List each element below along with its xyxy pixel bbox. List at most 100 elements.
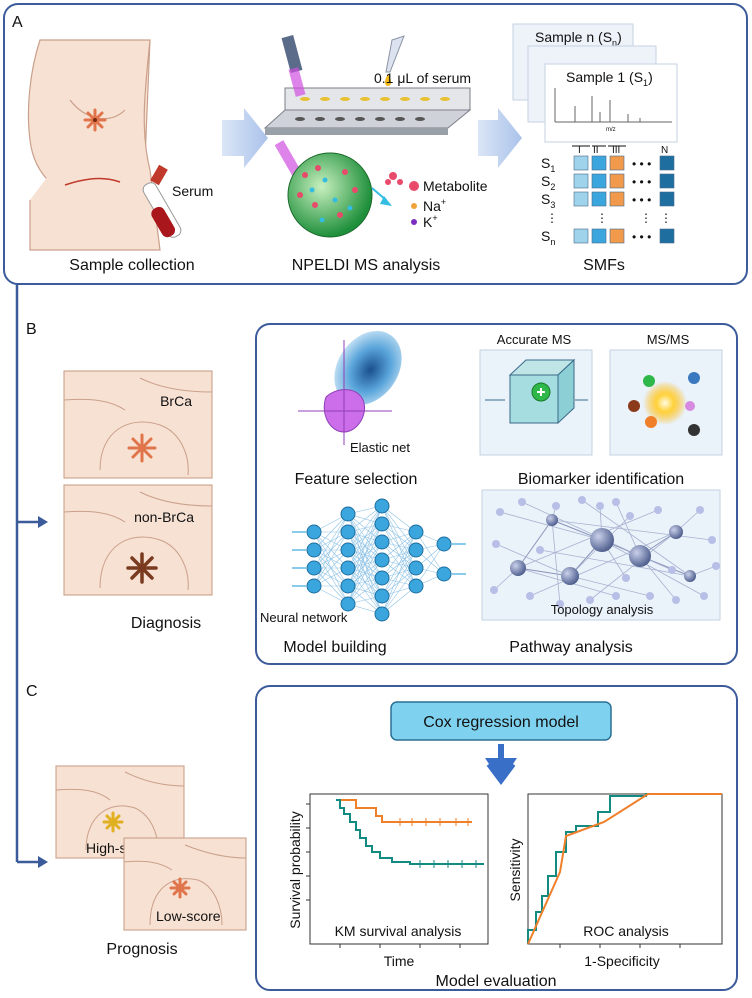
pathway-edge <box>521 501 641 557</box>
matrix-cell <box>591 228 607 244</box>
pathway-hub <box>561 567 579 585</box>
pathway-node <box>612 592 620 600</box>
pathway-node <box>708 536 716 544</box>
pathway-node <box>556 600 564 608</box>
svg-text:Cox regression model: Cox regression model <box>423 714 579 731</box>
pathway-edge <box>529 531 677 597</box>
pathway-edge <box>551 519 713 541</box>
pathway-node <box>654 506 662 514</box>
matrix-cell <box>573 173 589 189</box>
matrix-row-label: Sn <box>541 228 555 247</box>
pathway-node <box>596 502 604 510</box>
panel-c-letter: C <box>26 683 38 700</box>
nn-node <box>374 516 390 532</box>
matrix-row-label: S2 <box>541 173 555 192</box>
arrow-to-prognosis <box>38 856 48 868</box>
svg-text:I: I <box>578 145 581 156</box>
low-score-card: Low-score <box>123 837 247 931</box>
pathway-node <box>672 596 680 604</box>
nn-node <box>306 560 322 576</box>
model-building-caption: Model building <box>283 639 386 656</box>
panel-c-frame <box>255 685 738 991</box>
neural-network-label: Neural network <box>260 610 348 625</box>
matrix-ellipsis: • • • <box>632 157 651 171</box>
svg-text:non-BrCa: non-BrCa <box>134 509 194 525</box>
pathway-hub <box>684 570 696 582</box>
nn-node <box>340 524 356 540</box>
nn-edge <box>381 549 417 615</box>
serum-label: Serum <box>172 183 213 199</box>
nn-edge <box>347 559 383 605</box>
model-evaluation-caption: Model evaluation <box>436 973 557 990</box>
matrix-cell <box>659 228 675 244</box>
prognosis-caption: Prognosis <box>106 941 177 958</box>
nn-node <box>374 552 390 568</box>
cox-arrow-head <box>485 758 517 782</box>
pathway-edge <box>551 519 561 605</box>
pathway-node <box>626 512 634 520</box>
pathway-hub <box>546 514 558 526</box>
laser-beam-icon <box>281 35 306 97</box>
nn-edge <box>313 513 349 569</box>
pathway-node <box>518 498 526 506</box>
nn-edge <box>347 541 383 605</box>
panel-b-letter: B <box>26 321 37 338</box>
svg-text:Sample 1 (S1): Sample 1 (S1) <box>566 69 653 88</box>
nn-edge <box>415 531 445 575</box>
nn-node <box>306 578 322 594</box>
svg-text:m/z: m/z <box>606 127 616 133</box>
matrix-cell <box>609 191 625 207</box>
pathway-hub <box>510 560 526 576</box>
arrow-to-diagnosis <box>38 516 48 528</box>
blood-tube-icon <box>64 164 182 238</box>
pipette-icon <box>385 35 405 86</box>
neural-network-figure <box>292 498 466 622</box>
panel-b-frame <box>255 323 738 665</box>
maldi-target-plate <box>263 87 472 135</box>
nn-edge <box>415 543 445 587</box>
svg-text:Topology analysis: Topology analysis <box>551 602 654 617</box>
diagnosis-caption: Diagnosis <box>131 615 201 632</box>
flow-arrow-2 <box>478 108 522 168</box>
matrix-cell <box>591 191 607 207</box>
km-ylabel: Survival probability <box>287 811 303 929</box>
matrix-ellipsis: • • • <box>632 175 651 189</box>
matrix-ellipsis: • • • <box>632 230 651 244</box>
matrix-cell <box>659 155 675 171</box>
nn-node <box>340 578 356 594</box>
matrix-row-label: S1 <box>541 155 555 174</box>
torso-illustration <box>27 39 161 251</box>
pathway-edge <box>539 549 691 577</box>
nn-node <box>374 570 390 586</box>
nn-edge <box>313 513 349 587</box>
svg-text:II: II <box>593 145 599 156</box>
nn-node <box>306 542 322 558</box>
nn-node <box>436 536 452 552</box>
feature-matrix: I II III N S1• • •S2• • •S3• • •Sn• • • … <box>541 145 675 247</box>
svg-text:Sample n (Sn): Sample n (Sn) <box>535 29 622 48</box>
pathway-node <box>526 592 534 600</box>
pathway-node <box>646 592 654 600</box>
nn-node <box>374 588 390 604</box>
panel-a-letter: A <box>12 14 23 31</box>
pathway-node <box>578 496 586 504</box>
pathway-edge <box>601 539 705 597</box>
matrix-cell <box>609 173 625 189</box>
matrix-cell <box>609 228 625 244</box>
km-curve-high <box>336 799 472 823</box>
nanoparticle-sphere <box>274 140 373 238</box>
matrix-cell <box>659 173 675 189</box>
km-curve-low <box>336 799 484 865</box>
desorbed-ions <box>371 172 403 206</box>
svg-text:N: N <box>661 145 668 156</box>
matrix-row-label: S3 <box>541 191 555 210</box>
roc-curve-smooth <box>527 793 722 945</box>
nn-node <box>408 524 424 540</box>
pathway-hub <box>590 528 614 552</box>
matrix-cell <box>573 228 589 244</box>
nn-edge <box>347 505 383 569</box>
feature-selection-caption: Feature selection <box>295 471 418 488</box>
pathway-node <box>536 546 544 554</box>
msms-label: MS/MS <box>647 332 690 347</box>
nn-node <box>306 524 322 540</box>
